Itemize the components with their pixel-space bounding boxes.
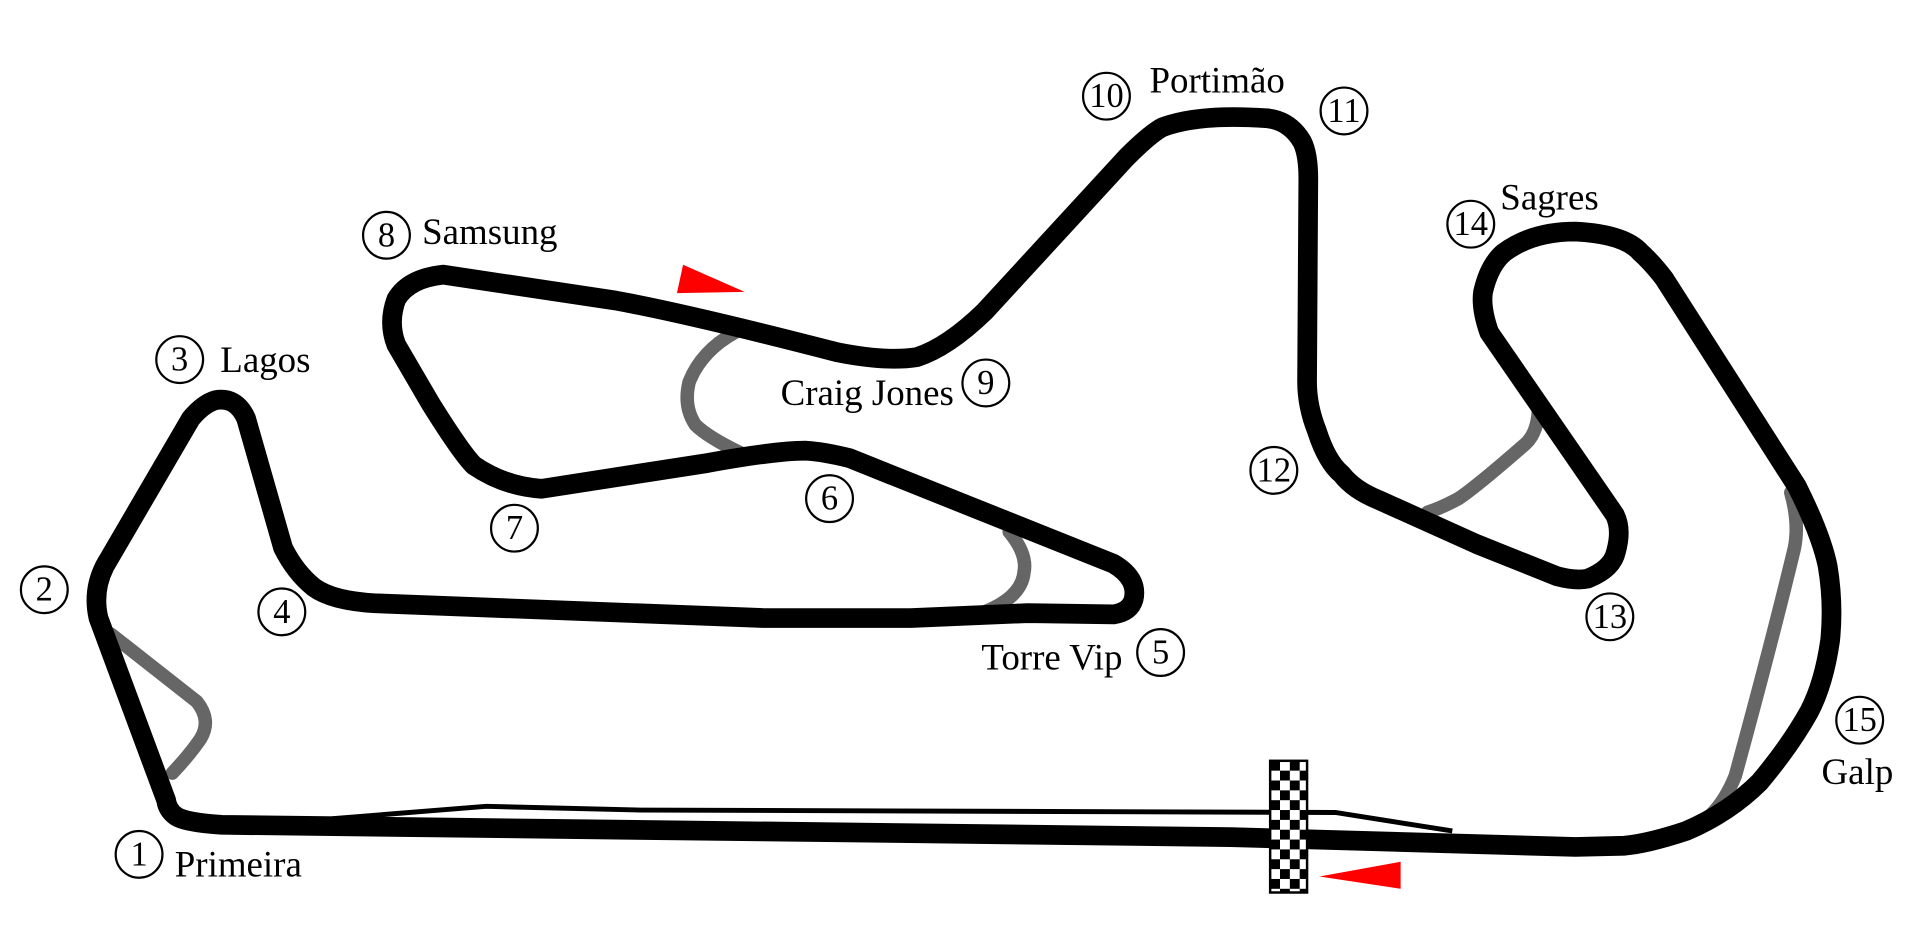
corner-8: 8 Samsung xyxy=(361,210,557,260)
main-track xyxy=(86,107,1842,857)
corner-name: Galp xyxy=(1822,751,1894,792)
corner-number: 8 xyxy=(378,216,395,254)
corner-number: 2 xyxy=(36,571,53,609)
corner-number: 10 xyxy=(1089,77,1123,115)
alternate-sections xyxy=(104,325,1804,822)
corner-number: 9 xyxy=(977,364,994,402)
corner-1: 1 Primeira xyxy=(114,829,302,885)
corner-number: 4 xyxy=(273,593,290,631)
corner-number: 7 xyxy=(506,509,523,547)
corner-number: 11 xyxy=(1327,92,1360,130)
corner-number: 1 xyxy=(130,835,147,873)
corner-11: 11 xyxy=(1319,86,1369,136)
corner-13: 13 xyxy=(1585,592,1635,642)
direction-arrow-icon xyxy=(1319,861,1401,889)
corner-name: Torre Vip xyxy=(981,637,1122,678)
corner-number: 6 xyxy=(821,480,838,518)
corner-name: Sagres xyxy=(1500,176,1598,217)
corner-number: 14 xyxy=(1454,205,1488,243)
corner-name: Craig Jones xyxy=(781,372,954,413)
corner-10: 10 Portimão xyxy=(1081,59,1285,121)
alt-section-6 xyxy=(680,325,748,460)
alt-section-15 xyxy=(1704,485,1804,822)
pit-lane xyxy=(332,803,1453,834)
corner-number: 3 xyxy=(171,341,188,379)
corner-number: 12 xyxy=(1257,451,1291,489)
corner-number: 15 xyxy=(1842,701,1876,739)
corner-2: 2 xyxy=(19,565,69,615)
corner-12: 12 xyxy=(1249,445,1299,495)
corner-name: Primeira xyxy=(175,844,302,885)
corner-7: 7 xyxy=(489,503,539,553)
corner-6: 6 xyxy=(805,474,855,524)
corner-15: 15 Galp xyxy=(1822,695,1894,792)
corner-name: Lagos xyxy=(220,339,310,380)
corner-9: 9 Craig Jones xyxy=(781,358,1011,413)
start-finish-flag xyxy=(1268,759,1309,894)
corner-14: 14 Sagres xyxy=(1446,176,1599,249)
alt-section-5 xyxy=(977,525,1032,619)
alt-section-2 xyxy=(104,627,213,780)
corner-number: 5 xyxy=(1152,634,1169,672)
corner-name: Samsung xyxy=(422,211,557,252)
corner-name: Portimão xyxy=(1150,59,1285,100)
direction-arrow-icon xyxy=(676,264,745,294)
alt-section-12 xyxy=(1420,399,1546,519)
corner-4: 4 xyxy=(257,587,307,637)
corner-3: 3 Lagos xyxy=(155,335,311,385)
corner-number: 13 xyxy=(1593,598,1627,636)
corner-5: 5 Torre Vip xyxy=(981,628,1186,678)
